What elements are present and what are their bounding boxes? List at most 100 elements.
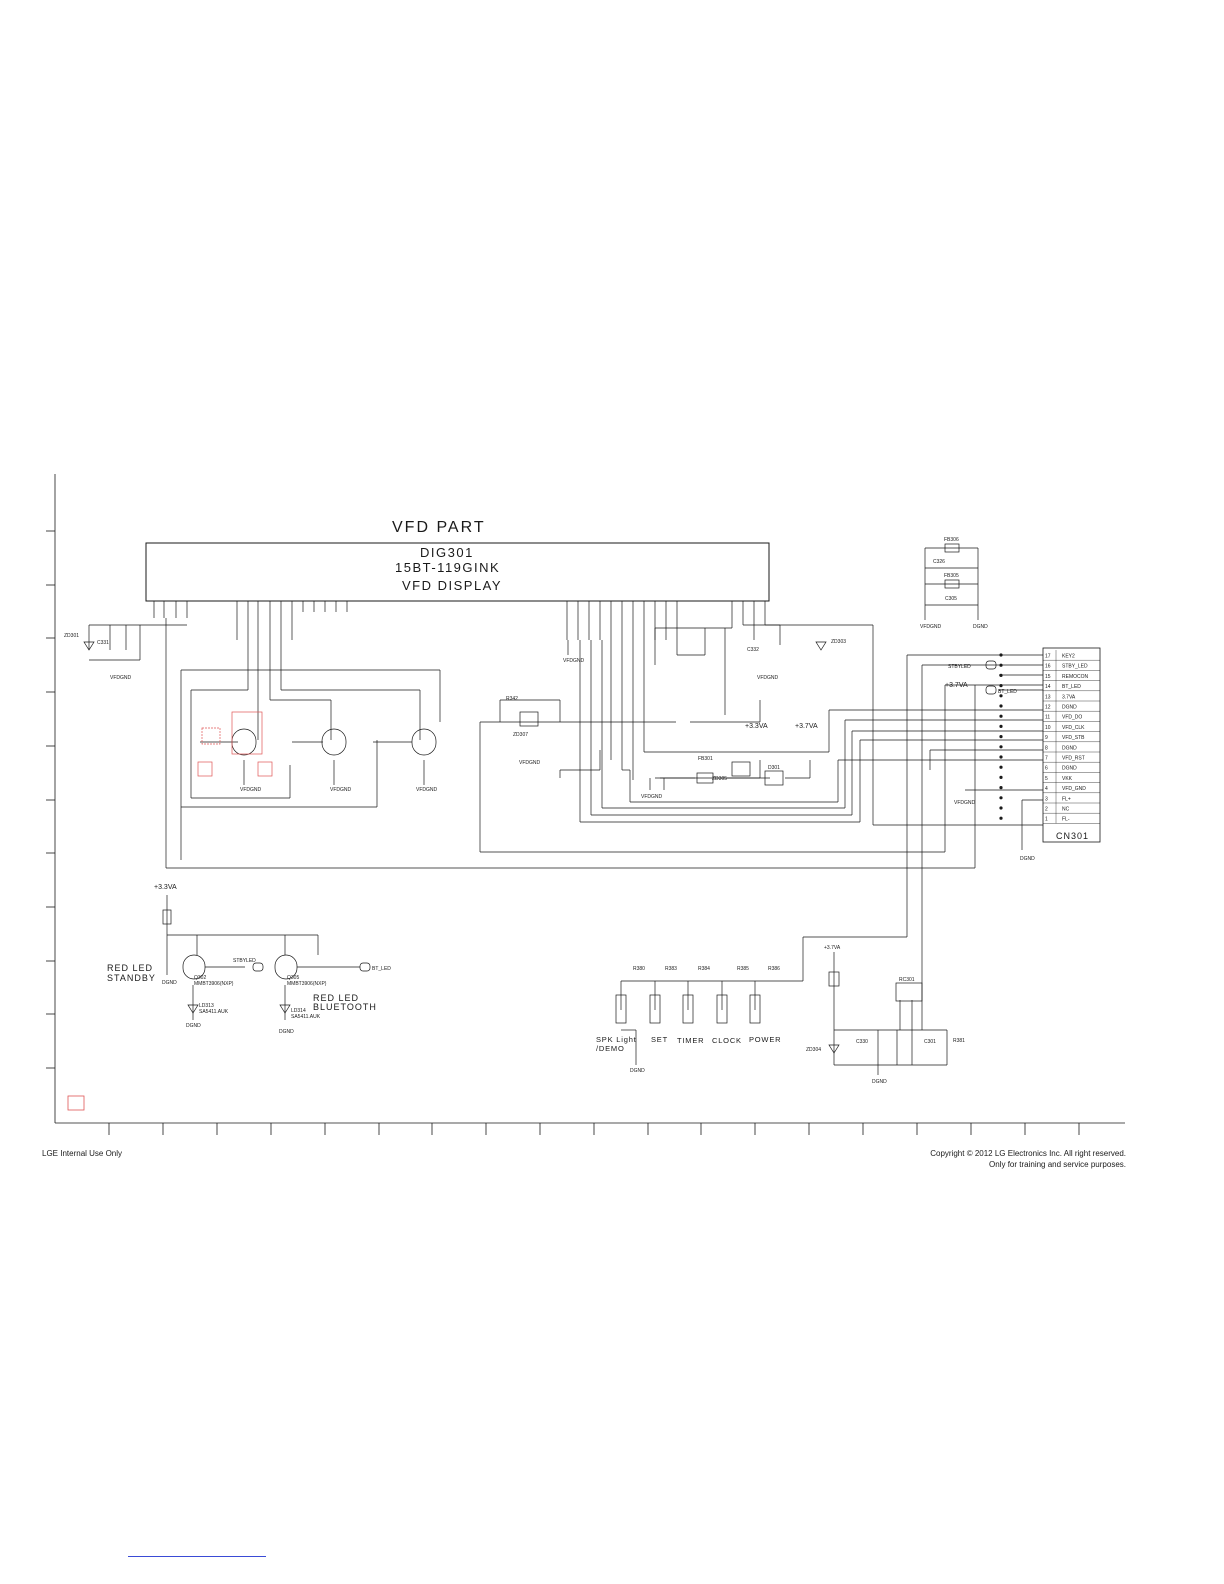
tact-switch-1 xyxy=(615,994,627,1024)
cn301-pin-number: 4 xyxy=(1045,786,1048,792)
test-point-dot xyxy=(999,765,1003,769)
test-point-dot xyxy=(999,714,1003,718)
led-block: RED LED STANDBY RED LED BLUETOOTH LD313 … xyxy=(107,963,376,1020)
test-point-dot xyxy=(999,755,1003,759)
cn301-pin-name: NC xyxy=(1062,807,1070,813)
key-timer: TIMER xyxy=(677,1036,704,1045)
zd301-label: ZD301 xyxy=(64,633,79,639)
zener-zd303-body xyxy=(815,641,827,651)
fb306-body xyxy=(944,543,960,553)
r381-label: R381 xyxy=(953,1038,965,1044)
zd303-label: ZD303 xyxy=(831,639,846,645)
led-bt-label: RED LED xyxy=(313,993,359,1003)
footer-copyright: Copyright © 2012 LG Electronics Inc. All… xyxy=(866,1148,1126,1170)
cn301-pin-number: 5 xyxy=(1045,776,1048,782)
zd304-label: ZD304 xyxy=(806,1047,821,1053)
key-r383: R383 xyxy=(665,966,677,972)
transistor-q2-body xyxy=(321,728,347,756)
cn301-pin-name: VFD_GND xyxy=(1062,786,1086,792)
stby-port xyxy=(252,962,264,972)
c331-label: C331 xyxy=(97,640,109,646)
power-3v3-led: +3.3VA xyxy=(154,884,177,891)
ld313-part: SA5411.AUK xyxy=(199,1009,229,1015)
fb305-label: FB305 xyxy=(944,573,959,579)
c301-label: C301 xyxy=(924,1039,936,1045)
test-point-dot xyxy=(999,653,1003,657)
cn301-pin-number: 14 xyxy=(1045,684,1051,690)
c332-label: C332 xyxy=(747,647,759,653)
test-point-dot xyxy=(999,786,1003,790)
cn301-pin-name: REMOCON xyxy=(1062,674,1089,680)
cn301-pin-name: VFD_DO xyxy=(1062,715,1082,721)
fb305-body xyxy=(944,579,960,589)
key-clock: CLOCK xyxy=(712,1036,742,1045)
q302-part: MMBT3906(NXP) xyxy=(194,981,234,987)
cn301-pin-number: 10 xyxy=(1045,725,1051,731)
key-set: SET xyxy=(651,1035,668,1044)
key-spk-light: SPK Light xyxy=(596,1035,637,1044)
fb-3v3-body xyxy=(162,909,172,925)
gnd-vfd-1: VFDGND xyxy=(110,675,132,681)
gnd-vfd-10: VFDGND xyxy=(954,800,976,806)
bottom-link-underline[interactable] xyxy=(128,1556,266,1557)
ld314-part: SA5411.AUK xyxy=(291,1014,321,1020)
vfd-pins xyxy=(153,601,766,640)
c330-label: C330 xyxy=(856,1039,868,1045)
led-standby-sub: STANDBY xyxy=(107,973,156,983)
tact-switch-4 xyxy=(716,994,728,1024)
cn301-pin-number: 2 xyxy=(1045,807,1048,813)
test-point-dot xyxy=(999,735,1003,739)
cn301-pin-name: 3.7VA xyxy=(1062,694,1076,700)
cn301-pin-name: FL+ xyxy=(1062,796,1071,802)
key-power: POWER xyxy=(749,1035,781,1044)
transistor-q302-body xyxy=(182,954,206,980)
cn301-pin-number: 6 xyxy=(1045,766,1048,772)
key-r386: R386 xyxy=(768,966,780,972)
cn301-pin-name: DGND xyxy=(1062,766,1077,772)
test-point-dot xyxy=(999,724,1003,729)
cn301-pin-name: VKK xyxy=(1062,776,1073,782)
footer-copyright-line2: Only for training and service purposes. xyxy=(989,1160,1126,1169)
components xyxy=(83,543,997,1054)
led-standby-label: RED LED xyxy=(107,963,153,973)
block-title: VFD PART xyxy=(392,519,486,536)
gnd-d-6: DGND xyxy=(630,1068,645,1074)
wiring xyxy=(88,547,1043,1075)
cn301-pin-name: VFD_RST xyxy=(1062,756,1085,762)
cn301-pin-number: 17 xyxy=(1045,654,1051,660)
key-r380: R380 xyxy=(633,966,645,972)
cn301-pin-name: STBY_LED xyxy=(1062,664,1088,670)
cn301-pin-number: 13 xyxy=(1045,694,1051,700)
gnd-vfd-2: VFDGND xyxy=(563,658,585,664)
test-point-dot xyxy=(999,663,1003,667)
q305-ref: Q305 xyxy=(287,975,299,981)
power-3v7-top: +3.7VA xyxy=(795,723,818,730)
diode-d-top-body xyxy=(828,971,840,987)
cn301-pin-number: 11 xyxy=(1045,715,1050,721)
gnd-vfd-3: VFDGND xyxy=(240,787,262,793)
gnd-d-3: DGND xyxy=(162,980,177,986)
zener-zd304-body xyxy=(828,1044,840,1054)
labels: +3.3VA +3.7VA +3.7VA +3.3VA +3.7VA ZD301… xyxy=(64,537,1035,1085)
net-stbyled-2: STBYLED xyxy=(948,664,971,670)
bt-port xyxy=(359,962,371,972)
gnd-vfd-4: VFDGND xyxy=(330,787,352,793)
c305-label: C305 xyxy=(945,596,957,602)
ld313-ref: LD313 xyxy=(199,1003,214,1009)
stby-port-2 xyxy=(985,660,997,670)
regulator-zd305-body xyxy=(731,761,751,777)
tact-switch-5 xyxy=(749,994,761,1024)
power-3v3-top: +3.3VA xyxy=(745,723,768,730)
d301-label: D301 xyxy=(768,765,780,771)
test-point-dot xyxy=(999,684,1003,688)
fb301-body xyxy=(696,772,714,784)
frame xyxy=(46,474,1125,1135)
zener-zd301-body xyxy=(83,641,95,651)
net-btled: BT_LED xyxy=(372,966,391,972)
key-demo: /DEMO xyxy=(596,1044,625,1053)
cn301-pin-number: 3 xyxy=(1045,796,1048,802)
gnd-vfd-9: VFDGND xyxy=(920,624,942,630)
